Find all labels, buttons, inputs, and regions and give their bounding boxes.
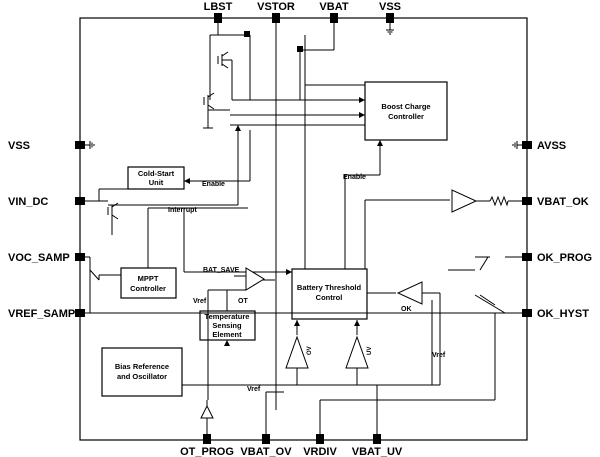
pin-top-vss: VSS [379,1,401,23]
comparator-icon [285,335,309,369]
transistor-icon [107,202,119,235]
resistor-icon [489,195,509,207]
pin-left-voc-samp: VOC_SAMP [8,252,85,264]
pin-label: VBAT_UV [352,446,403,457]
pin-label: VREF_SAMP [8,308,75,320]
enable-label: Enable [343,174,366,181]
vref-label: Vref [432,352,446,359]
pin-bottom-ot-prog: OT_PROG [180,434,234,457]
chip-outline [79,17,528,441]
pin-top-vstor: VSTOR [257,1,295,23]
pin-right-vbat-ok: VBAT_OK [522,196,589,208]
pin-left-vss: VSS [8,140,85,152]
pin-label: VOC_SAMP [8,252,70,264]
block-label: Controller [130,284,166,293]
mppt-controller: MPPT Controller [120,267,177,299]
comparator-icon [345,335,369,369]
ok-label: OK [401,306,412,313]
pin-right-ok-hyst: OK_HYST [522,308,589,320]
ground-icon [386,23,394,35]
block-label: Controller [388,112,424,121]
pin-label: OK_PROG [537,252,592,264]
pin-label: OK_HYST [537,308,589,320]
pin-label: OT_PROG [180,446,234,457]
block-label: Cold-Start [138,169,175,178]
junction-icon [244,31,303,52]
block-label: Unit [149,178,164,187]
pin-label: VBAT_OK [537,196,589,208]
pin-label: VSS [379,1,401,13]
pin-label: VBAT_OV [240,446,292,457]
wiring [85,23,522,434]
transistor-icon [217,51,229,69]
block-label: Battery Threshold [297,283,362,292]
block-label: Boost Charge [381,102,430,111]
pin-label: VSTOR [257,1,295,13]
cold-start-unit: Cold-Start Unit [127,166,185,190]
pin-right-avss: AVSS [522,140,566,152]
block-label: Sensing [212,321,242,330]
block-label: Element [212,330,242,339]
buffer-icon [200,404,214,419]
pin-bottom-vbat-ov: VBAT_OV [240,434,292,457]
switch-icon [89,269,100,281]
ground-icon [85,141,95,149]
pin-label: LBST [204,1,233,13]
pin-bottom-vrdiv: VRDIV [303,434,337,457]
switch-icon [479,256,496,306]
ot-label: OT [238,298,248,305]
comparator-icon [396,281,423,305]
pin-bottom-vbat-uv: VBAT_UV [352,434,403,457]
block-label: Control [316,293,343,302]
pin-label: VSS [8,140,30,152]
pin-label: VBAT [319,1,348,13]
block-label: Bias Reference [115,362,169,371]
pin-left-vref-samp: VREF_SAMP [8,308,85,320]
arrow-icon [184,97,383,346]
transistor-icon [203,92,215,129]
ground-icon [512,141,522,149]
ov-label: OV [307,346,313,355]
pin-label: AVSS [537,140,566,152]
pin-left-vin-dc: VIN_DC [8,196,85,208]
comparator-icon [245,267,265,291]
interrupt-label: Interrupt [168,207,197,214]
pin-label: VIN_DC [8,196,48,208]
boost-charge-controller: Boost Charge Controller [364,81,448,141]
block-label: MPPT [138,274,159,283]
enable-label: Enable [202,181,225,188]
battery-threshold-control: Battery Threshold Control [291,268,368,320]
bat-save-label: BAT_SAVE [203,267,240,274]
pin-right-ok-prog: OK_PROG [522,252,592,264]
pin-top-vbat: VBAT [319,1,349,23]
buffer-icon [451,189,478,213]
uv-label: UV [367,347,373,355]
block-label: and Oscillator [117,372,167,381]
vref-label: Vref [247,386,261,393]
bias-reference-oscillator: Bias Reference and Oscillator [101,347,183,397]
vref-label: Vref [193,298,207,305]
block-label: Temperature [205,312,250,321]
pin-top-lbst: LBST [204,1,233,23]
pin-label: VRDIV [303,446,337,457]
